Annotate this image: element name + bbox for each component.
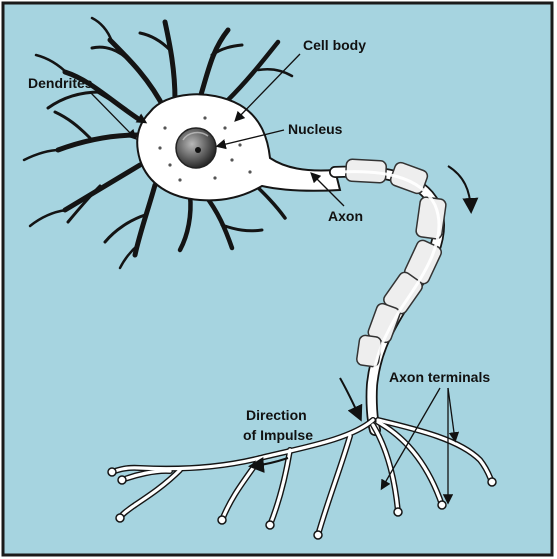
label-axon: Axon: [328, 208, 363, 224]
label-direction-line1: Direction: [246, 407, 307, 423]
label-axon-terminals: Axon terminals: [389, 369, 490, 385]
label-cell-body: Cell body: [303, 37, 366, 53]
label-dendrites: Dendrites: [28, 75, 93, 91]
label-direction-line2: of Impulse: [243, 427, 313, 443]
nucleus: [176, 128, 216, 168]
label-nucleus: Nucleus: [288, 121, 343, 137]
